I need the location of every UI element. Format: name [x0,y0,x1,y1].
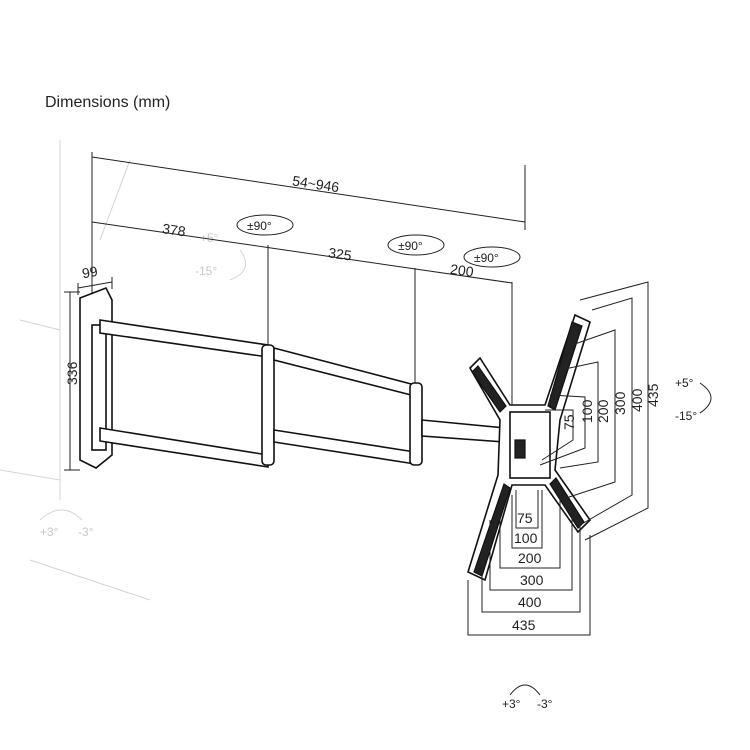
tilt-up-label: +5° [675,376,694,390]
vesa-horizontal-dimensions: 75 100 200 300 400 435 [467,490,591,636]
vesa-h-300: 300 [520,572,544,588]
vesa-h-100: 100 [514,530,538,546]
vesa-v-75: 75 [561,414,577,430]
ghost-level-arc-icon [39,509,83,521]
level-plus-label: +3° [502,697,521,711]
tilt-down-label: -15° [675,409,697,423]
vesa-v-435: 435 [645,383,661,407]
ghost-level-plus-label: +3° [40,525,59,539]
tilt-indicator: +5° -15° [675,376,712,423]
ghost-tilt-down-label: -15° [195,264,217,278]
swivel-joint2: ±90° [387,234,445,256]
rotate-arrow-icon [236,214,294,236]
vesa-h-435: 435 [512,617,536,633]
vesa-v-100: 100 [579,399,595,423]
swivel-label: ±90° [247,219,272,233]
ghost-level-minus-label: -3° [78,525,94,539]
swivel-label: ±90° [398,239,423,253]
rotate-arrow-icon [387,234,445,256]
tilt-arc-icon [699,382,712,414]
swivel-label: ±90° [474,251,499,265]
level-arc-icon [509,684,541,696]
page-title: Dimensions (mm) [45,94,170,111]
vesa-h-200: 200 [518,550,542,566]
background-wall-sketch: +5° -15° +3° -3° [0,140,247,601]
arm2-length-label: 325 [327,244,353,263]
vesa-v-400: 400 [629,388,645,412]
vesa-h-400: 400 [518,594,542,610]
rotate-arrow-icon [463,246,521,268]
level-minus-label: -3° [537,697,553,711]
vesa-h-75: 75 [517,510,533,526]
arm3-length-label: 200 [449,261,475,280]
vesa-v-200: 200 [595,399,611,423]
arm-segment-1 [99,319,275,468]
wall-plate-width-label: 99 [81,263,99,281]
extension-dimensions: 54~946 378 325 200 [91,152,526,430]
vesa-v-300: 300 [612,391,628,415]
swivel-joint1: ±90° [236,214,294,236]
arm1-length-label: 378 [161,220,187,239]
swivel-joint3: ±90° [463,246,521,268]
ghost-tilt-up-label: +5° [200,231,219,245]
arm-segment-2 [273,346,423,466]
vesa-vertical-dimensions: 75 100 200 300 400 435 [539,281,661,541]
total-extension-label: 54~946 [291,172,340,195]
level-adjust-indicator: +3° -3° [502,684,553,711]
wall-plate-height-label: 336 [64,361,80,385]
arm-segment-3 [421,419,506,443]
